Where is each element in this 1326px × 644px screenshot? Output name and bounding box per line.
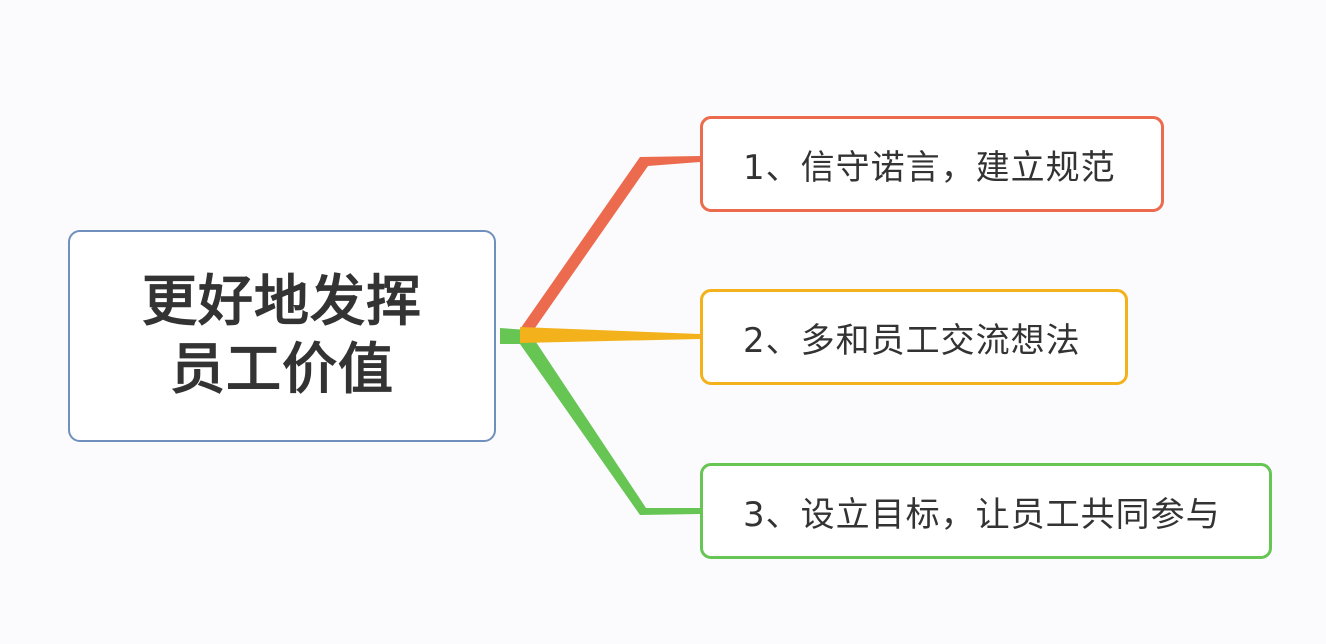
connector-branch-2 (520, 327, 700, 343)
branch-topic-1-label: 1、信守诺言，建立规范 (743, 147, 1116, 188)
connector-branch-1 (518, 156, 700, 338)
root-topic[interactable]: 更好地发挥 员工价值 (68, 230, 496, 442)
root-topic-line-1: 更好地发挥 (141, 269, 422, 334)
root-topic-line-2: 员工价值 (169, 337, 394, 401)
branch-topic-3[interactable]: 3、设立目标，让员工共同参与 (700, 463, 1272, 559)
branch-topic-3-label: 3、设立目标，让员工共同参与 (743, 494, 1221, 535)
branch-topic-2-label: 2、多和员工交流想法 (743, 320, 1081, 361)
branch-topic-2[interactable]: 2、多和员工交流想法 (700, 289, 1128, 385)
branch-topic-1[interactable]: 1、信守诺言，建立规范 (700, 116, 1164, 212)
connector-branch-3 (500, 328, 700, 515)
